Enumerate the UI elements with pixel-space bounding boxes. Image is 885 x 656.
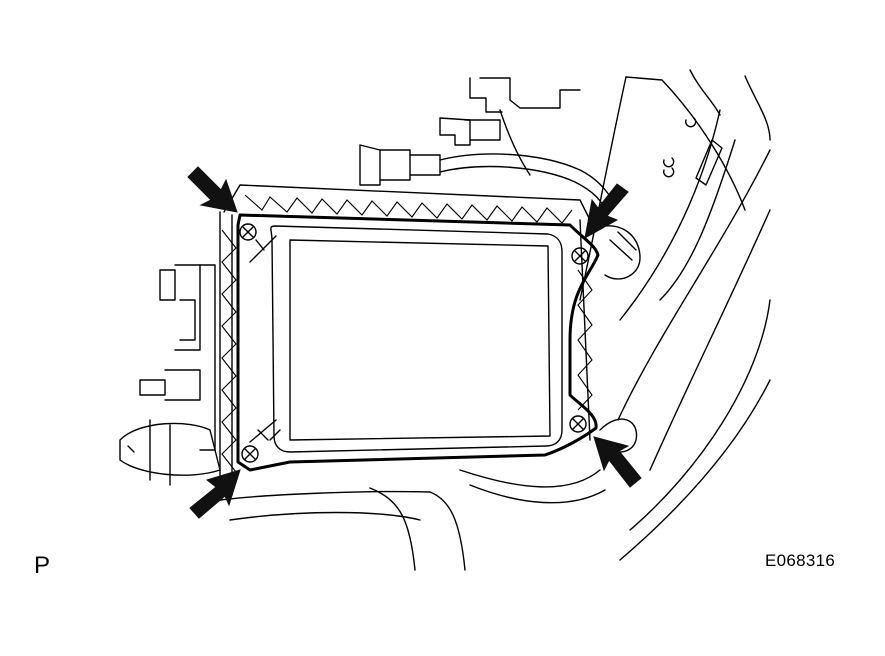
screw-top-right	[571, 247, 589, 265]
view-code-label: P	[34, 552, 51, 579]
top-connectors	[359, 77, 641, 280]
left-connectors	[119, 264, 221, 486]
screw-top-left	[239, 223, 257, 241]
screw-bottom-left	[241, 445, 259, 463]
arrow-bottom-left	[189, 469, 241, 519]
arrow-top-left	[187, 166, 238, 213]
screw-bottom-right	[569, 415, 587, 433]
control-unit	[236, 213, 600, 472]
mounting-bracket	[219, 184, 593, 501]
arrow-top-right	[584, 183, 629, 239]
figure-id-label: E068316	[765, 551, 836, 570]
body-panel	[579, 69, 771, 561]
arrow-bottom-right	[593, 436, 642, 488]
lower-bracket	[219, 418, 638, 571]
